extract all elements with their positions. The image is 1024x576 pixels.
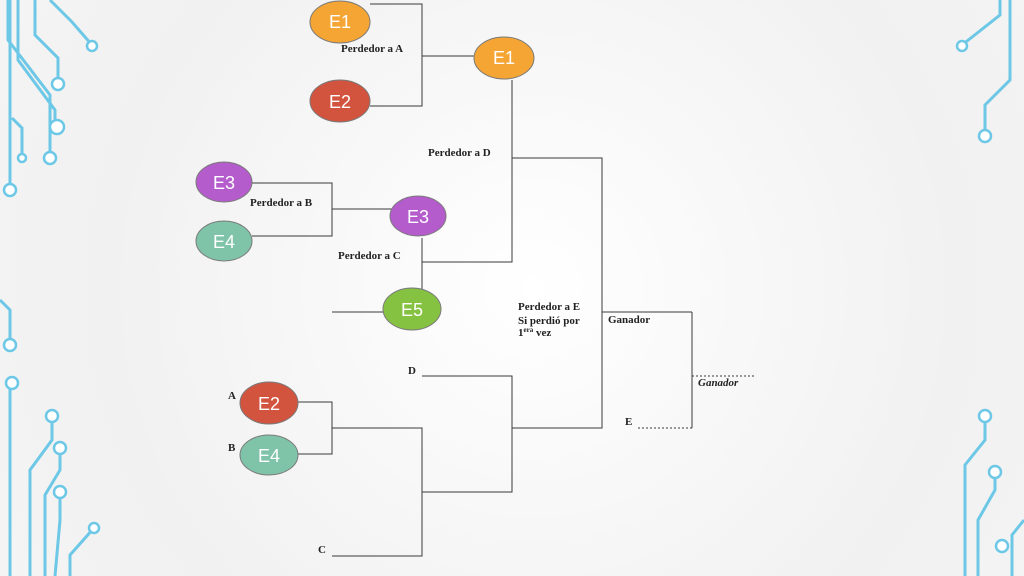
node-e4-left: E4 xyxy=(195,220,253,262)
label-perdedor-e-line2: Si perdió por xyxy=(518,315,580,327)
label-perdedor-e-num: 1 xyxy=(518,327,524,339)
circuit-decoration-bottom-right xyxy=(963,408,1024,576)
label-perdedor-d: Perdedor a D xyxy=(428,147,491,159)
node-label: E3 xyxy=(213,173,235,193)
label-c: C xyxy=(318,544,326,556)
node-ellipse xyxy=(239,381,299,425)
node-ellipse xyxy=(309,0,371,44)
node-e5: E5 xyxy=(382,287,442,331)
label-perdedor-a: Perdedor a A xyxy=(341,43,403,55)
node-label: E4 xyxy=(213,232,235,252)
circuit-decoration-bottom-left xyxy=(0,298,101,576)
node-label: E3 xyxy=(407,207,429,227)
node-label: E4 xyxy=(258,446,280,466)
node-e3-mid: E3 xyxy=(389,195,447,237)
node-ellipse xyxy=(389,195,447,237)
node-label: E5 xyxy=(401,300,423,320)
label-b: B xyxy=(228,442,236,454)
label-perdedor-e-sup: era xyxy=(524,326,534,334)
label-perdedor-e-rest: vez xyxy=(533,327,551,339)
node-label: E2 xyxy=(329,92,351,112)
node-e1-top: E1 xyxy=(309,0,371,44)
node-e4-low: E4 xyxy=(239,434,299,476)
label-ganador-final: Ganador xyxy=(698,377,739,389)
node-e3-left: E3 xyxy=(195,161,253,203)
label-a: A xyxy=(228,390,236,402)
circuit-decoration-top-right xyxy=(955,0,1012,144)
node-label: E1 xyxy=(493,48,515,68)
node-label: E1 xyxy=(329,12,351,32)
label-d: D xyxy=(408,365,416,377)
node-ellipse xyxy=(195,220,253,262)
node-e2-top: E2 xyxy=(309,79,371,123)
label-perdedor-b: Perdedor a B xyxy=(250,197,313,209)
node-ellipse xyxy=(309,79,371,123)
node-ellipse xyxy=(195,161,253,203)
circuit-decoration-top-left xyxy=(2,0,99,198)
label-perdedor-e-line1: Perdedor a E xyxy=(518,301,580,313)
bracket-lines xyxy=(252,3,756,557)
node-ellipse xyxy=(473,36,535,80)
label-perdedor-c: Perdedor a C xyxy=(338,250,401,262)
node-ellipse xyxy=(239,434,299,476)
label-ganador: Ganador xyxy=(608,314,650,326)
node-e2-low: E2 xyxy=(239,381,299,425)
label-perdedor-e-line3: 1era vez xyxy=(518,326,551,339)
node-ellipse xyxy=(382,287,442,331)
bracket-labels: Perdedor a A Perdedor a D Perdedor a B P… xyxy=(228,43,739,556)
label-e: E xyxy=(625,416,632,428)
node-e1-mid: E1 xyxy=(473,36,535,80)
node-label: E2 xyxy=(258,394,280,414)
